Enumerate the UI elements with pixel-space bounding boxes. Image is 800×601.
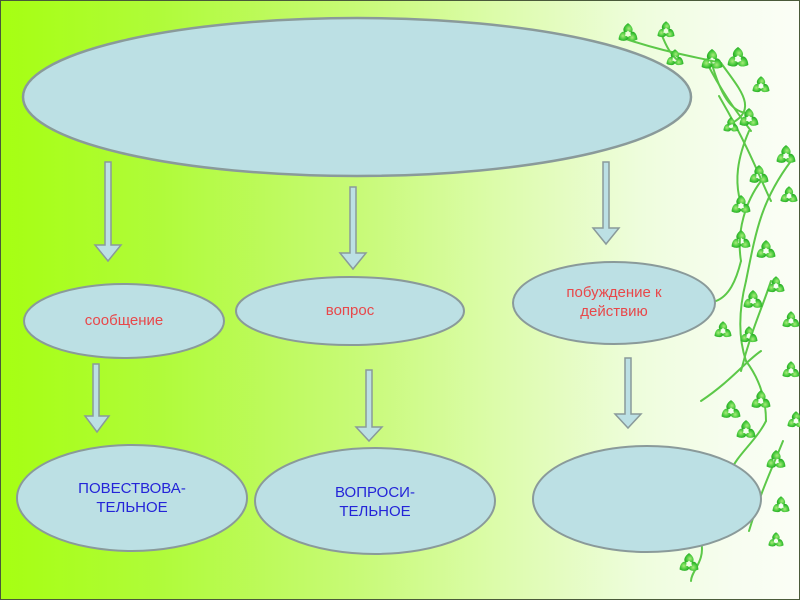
clover-leaf-icon (768, 532, 784, 547)
type-node-interrogative[interactable] (254, 447, 496, 555)
clover-leaf-icon (736, 420, 756, 438)
arrow-down-icon (93, 161, 123, 263)
clover-leaf-icon (679, 553, 699, 571)
arrow-down-icon (338, 186, 368, 271)
clover-leaf-icon (740, 326, 758, 343)
category-label-line: побуждение к (566, 283, 662, 301)
clover-leaf-icon (752, 76, 770, 93)
clover-leaf-icon (666, 49, 684, 66)
type-node-declarative[interactable] (16, 444, 248, 552)
clover-stem (720, 62, 747, 127)
clover-leaf-icon (618, 23, 638, 41)
clover-leaf-icon (714, 321, 732, 338)
category-node-message[interactable] (23, 283, 225, 359)
clover-leaf-icon (723, 117, 739, 132)
clover-leaf-icon (782, 361, 800, 378)
clover-leaf-icon (731, 230, 751, 248)
main-topic-node[interactable] (21, 16, 693, 178)
arrow-down-icon (613, 357, 643, 430)
clover-leaf-icon (767, 276, 785, 293)
clover-stem (739, 280, 747, 362)
type-label-line: ТЕЛЬНОЕ (96, 499, 168, 516)
clover-leaf-icon (782, 311, 800, 328)
clover-leaf-icon (776, 145, 796, 163)
arrow-down-icon (591, 161, 621, 246)
clover-stem (718, 95, 772, 202)
clover-leaf-icon (743, 290, 763, 308)
clover-stem (736, 130, 750, 197)
clover-leaf-icon (701, 49, 723, 69)
clover-leaf-icon (787, 411, 800, 428)
clover-leaf-icon (657, 21, 675, 38)
arrow-down-icon (354, 369, 384, 443)
clover-leaf-icon (727, 47, 749, 67)
type-label-line: ВОПРОСИ- (335, 483, 415, 501)
clover-leaf-icon (780, 186, 798, 203)
clover-leaf-icon (756, 240, 776, 258)
type-label-line: ТЕЛЬНОЕ (339, 503, 411, 520)
type-label-imperative (533, 475, 761, 525)
type-label-line: ПОВЕСТВОВА- (78, 479, 186, 497)
category-label-command: побуждение к действию (513, 279, 715, 325)
clover-stem (745, 160, 792, 282)
category-label-line: действию (580, 303, 648, 320)
clover-leaf-icon (766, 450, 786, 468)
clover-leaf-icon (751, 390, 771, 408)
clover-stem (715, 260, 742, 302)
category-label-question: вопрос (325, 302, 375, 320)
clover-leaf-icon (739, 108, 759, 126)
clover-leaf-icon (772, 496, 790, 513)
type-label-declarative: ПОВЕСТВОВА- ТЕЛЬНОЕ (17, 473, 247, 523)
arrow-down-icon (83, 363, 111, 434)
main-topic-label (23, 61, 691, 133)
type-label-interrogative: ВОПРОСИ- ТЕЛЬНОЕ (255, 477, 495, 527)
clover-leaf-icon (749, 165, 769, 183)
category-node-question[interactable] (235, 276, 465, 346)
type-node-imperative[interactable] (532, 445, 762, 553)
clover-leaf-icon (721, 400, 741, 418)
clover-stem (700, 350, 762, 402)
clover-stem (710, 60, 747, 114)
clover-stem (738, 180, 762, 262)
clover-leaf-icon (731, 195, 751, 213)
category-node-command[interactable] (512, 261, 716, 345)
category-label-message: сообщение (84, 312, 164, 330)
